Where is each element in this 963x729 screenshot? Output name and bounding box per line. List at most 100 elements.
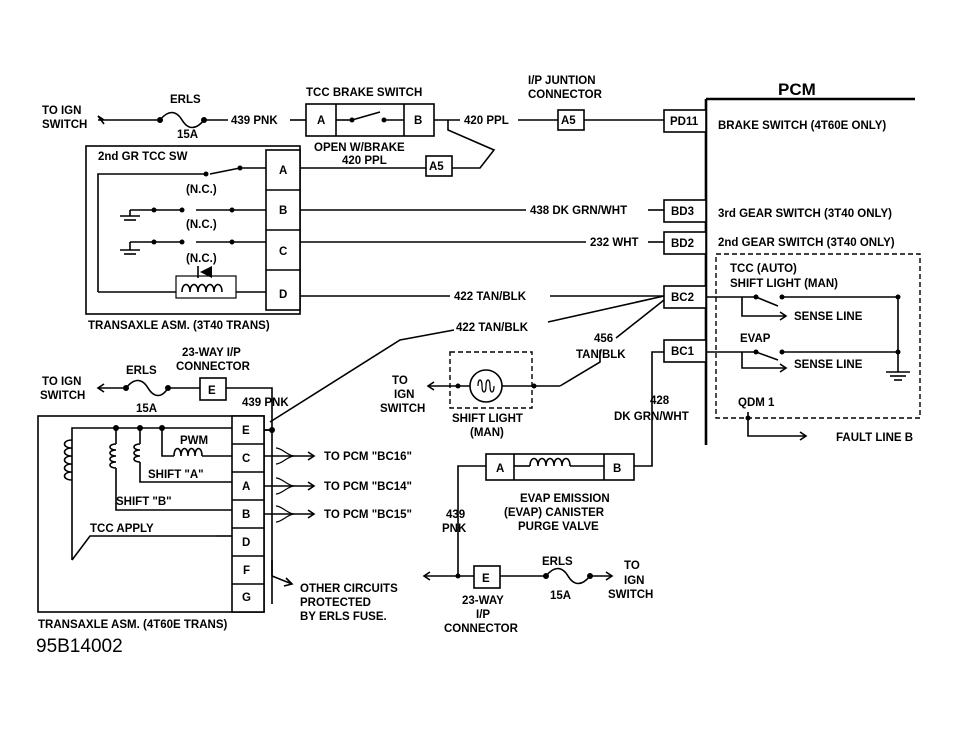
pcm-evap-blade [755, 351, 779, 361]
wire-428 [634, 351, 664, 467]
pd11-label: PD11 [670, 116, 699, 128]
arrow-bc14-icon [307, 481, 316, 491]
t40-pin-d: D [279, 289, 287, 301]
nc-1: (N.C.) [186, 184, 217, 196]
pwm: PWM [180, 435, 208, 447]
wire-456: 456 [594, 333, 613, 345]
wire-439-evap [457, 465, 486, 576]
wire-other-circuits [271, 560, 293, 585]
brake-sw-blade [351, 111, 381, 121]
gr2-tcc-sw: 2nd GR TCC SW [98, 151, 188, 163]
wire-420-ppl-b: 420 PPL [342, 155, 387, 167]
open-w-brake: OPEN W/BRAKE [314, 142, 405, 154]
sense-line-1: SENSE LINE [794, 311, 863, 323]
t60-pin-f: F [243, 565, 250, 577]
wire-422-b: 422 TAN/BLK [456, 322, 529, 334]
fuse-15a-left: 15A [136, 403, 157, 415]
pin-e-left: E [208, 385, 216, 397]
arrow-to-ign-top [97, 115, 105, 125]
arrow-bc15-icon [307, 509, 316, 519]
bd3-label: BD3 [671, 206, 694, 218]
wire-456-color: TAN/BLK [576, 349, 626, 361]
pcm-title: PCM [778, 80, 816, 99]
wire-232: 232 WHT [590, 237, 639, 249]
wire-439-pnk-top: 439 PNK [231, 115, 278, 127]
bc1-label: BC1 [671, 346, 695, 358]
t40-pin-c: C [279, 246, 287, 258]
evap-purge-valve [485, 453, 635, 481]
ip-junction-label: I/P JUNTION [528, 75, 596, 87]
nc-2: (N.C.) [186, 219, 217, 231]
bd2-label: BD2 [671, 238, 694, 250]
evap-canister: (EVAP) CANISTER [504, 507, 605, 519]
wire-422-diag-2 [547, 295, 665, 323]
arrow-other-icon [283, 577, 294, 587]
erls-left: ERLS [126, 365, 157, 377]
switch-left: SWITCH [40, 390, 85, 402]
twist-bc16-icon [275, 447, 295, 465]
shift-light-node-2 [531, 383, 537, 389]
t40-pin-b: B [279, 205, 287, 217]
wire-439-pnk-left: 439 PNK [242, 397, 289, 409]
pcm-bus-node-2 [895, 349, 901, 355]
a5-connector-2 [425, 155, 453, 177]
to-pcm-bc15: TO PCM "BC15" [324, 509, 412, 521]
bc2-label: BC2 [671, 292, 694, 304]
to-ign-left: TO IGN [42, 376, 81, 388]
shift-b-line [115, 468, 232, 511]
qdm-node [745, 415, 751, 421]
wire-456-to-bc2 [615, 299, 665, 339]
pcm-tcc-blade [755, 296, 779, 307]
shift-b-coil-icon [109, 443, 117, 469]
fault-arrow-icon [799, 431, 808, 441]
shift-light-label: SHIFT LIGHT [452, 413, 523, 425]
qdm1: QDM 1 [738, 397, 775, 409]
shift-a-coil-icon [133, 443, 141, 463]
wire-439-left [226, 387, 273, 604]
wire-420-branch [447, 120, 496, 169]
connector-left: CONNECTOR [176, 361, 251, 373]
pnk-bot: PNK [442, 523, 467, 535]
pin-e-bot: E [482, 573, 490, 585]
pin-a5-1: A5 [561, 115, 576, 127]
evap-coil-icon [529, 457, 571, 467]
fuse-left-icon [125, 379, 169, 397]
e-connector-bot [473, 565, 501, 589]
wire-422-a: 422 TAN/BLK [454, 291, 527, 303]
wire-428-num: 428 [650, 395, 670, 407]
way23-bot: 23-WAY [462, 595, 504, 607]
to-pcm-bc14: TO PCM "BC14" [324, 481, 412, 493]
to-bot: TO [624, 560, 640, 572]
t40-pin-a: A [279, 165, 287, 177]
evap-label: EVAP [740, 333, 771, 345]
ign-bot: IGN [624, 575, 644, 587]
sense-line-2: SENSE LINE [794, 359, 863, 371]
pd11-terminal [663, 109, 707, 133]
wire-428-color: DK GRN/WHT [614, 411, 689, 423]
to-ign-top: TO IGN [42, 105, 81, 117]
evap-pin-a: A [496, 463, 504, 475]
t60-pin-e: E [242, 425, 250, 437]
nc-3: (N.C.) [186, 253, 217, 265]
t40-a-blade [209, 167, 241, 175]
evap-pin-b: B [613, 463, 621, 475]
shift-b: SHIFT "B" [116, 496, 172, 508]
brake-pin-b: B [414, 115, 422, 127]
sense-arrow-2-icon [779, 363, 788, 373]
gear3-switch: 3rd GEAR SWITCH (3T40 ONLY) [718, 208, 892, 220]
other-circuits: OTHER CIRCUITS [300, 583, 398, 595]
wire-439-bot: 439 [446, 509, 465, 521]
fault-line-b: FAULT LINE B [836, 432, 913, 444]
by-erls-fuse: BY ERLS FUSE. [300, 611, 387, 623]
pcm-bus-node-1 [895, 294, 901, 300]
connector-bot: CONNECTOR [444, 623, 519, 635]
tcc-auto: TCC (AUTO) [730, 263, 797, 275]
bot-node [455, 573, 461, 579]
shift-light-filament-icon [477, 379, 495, 393]
erls-top: ERLS [170, 94, 201, 106]
tcc-brake-switch-label: TCC BRAKE SWITCH [306, 87, 422, 99]
way23-ip: 23-WAY I/P [182, 347, 241, 359]
ip-bot: I/P [476, 609, 490, 621]
shift-a: SHIFT "A" [148, 469, 204, 481]
